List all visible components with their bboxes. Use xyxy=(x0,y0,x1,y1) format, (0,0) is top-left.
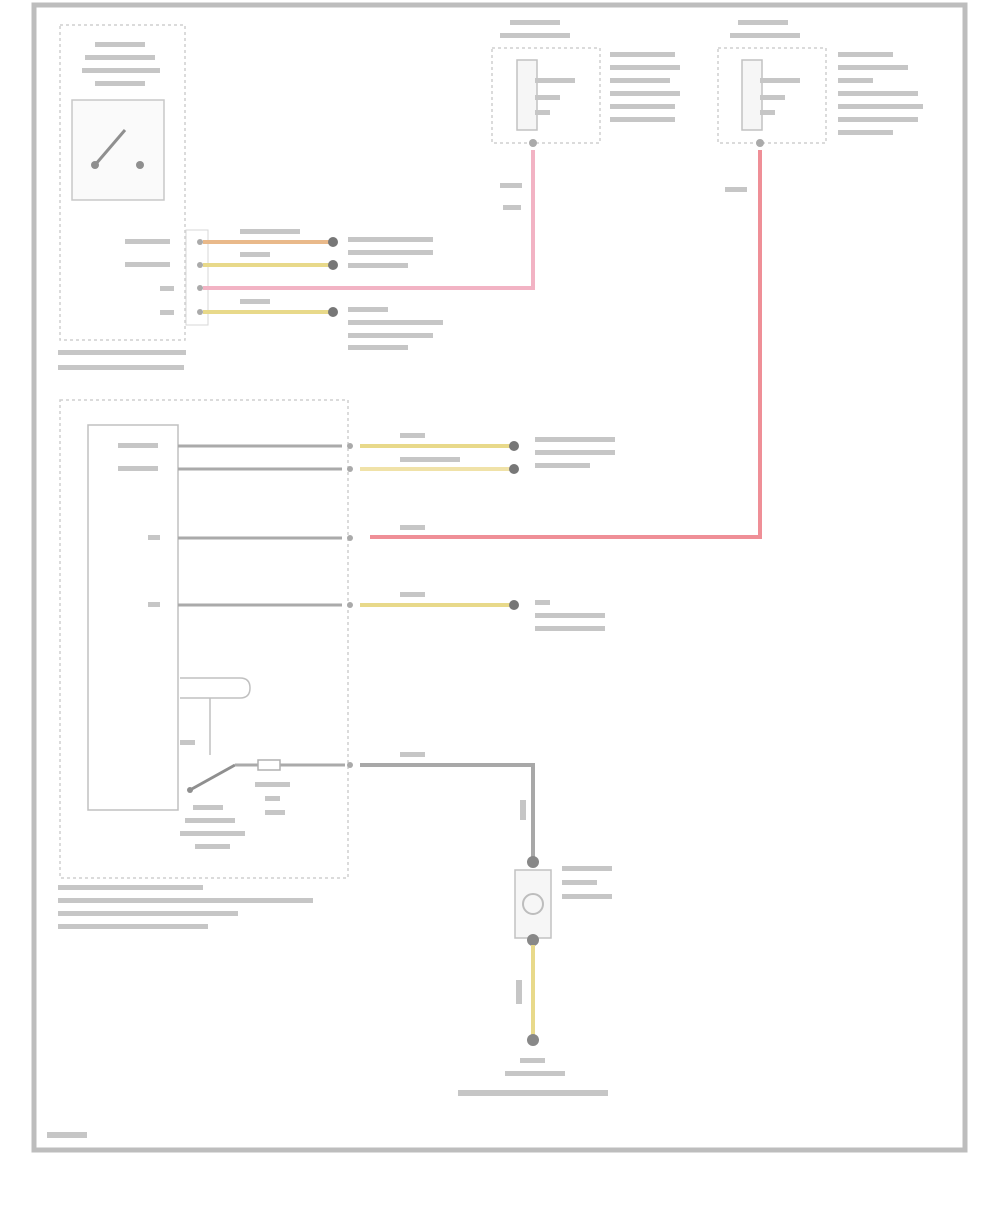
control-module-outline xyxy=(59,399,349,879)
control-module-caption xyxy=(58,885,313,929)
destination-labels-mid xyxy=(535,437,615,631)
control-module-inner xyxy=(87,424,179,811)
fuse-block-right xyxy=(717,20,923,192)
switch-symbol-box xyxy=(71,99,165,201)
relay-labels xyxy=(180,782,290,849)
lamp-icon xyxy=(514,856,552,946)
wire-red-feed xyxy=(370,150,762,539)
wire-pink-1 xyxy=(203,150,535,290)
fuse-block-left xyxy=(491,20,680,210)
control-connector xyxy=(347,443,353,768)
switch-module-title xyxy=(82,42,160,86)
wire-label-lamp-feed-vertical xyxy=(520,800,526,820)
wire-color-labels-top xyxy=(240,229,300,304)
wire-label-ground xyxy=(516,980,522,1004)
ground-labels xyxy=(458,1058,608,1096)
switch-module-outline xyxy=(59,24,186,341)
switch-pin-labels xyxy=(125,239,174,315)
destination-labels-top xyxy=(348,237,443,350)
diagram-corner-id xyxy=(47,1132,87,1138)
lamp-labels xyxy=(562,866,612,899)
ground-icon xyxy=(527,1034,539,1046)
switch-module-caption xyxy=(58,350,186,370)
wire-label-lamp-feed xyxy=(400,752,425,757)
splice-points-mid xyxy=(509,441,519,610)
switch-icon xyxy=(91,129,144,169)
splice-points-top xyxy=(328,237,338,317)
wire-gray-lamp-feed xyxy=(360,763,535,862)
switch-connector xyxy=(185,229,209,326)
control-pin-labels xyxy=(118,443,160,607)
diagram-frame xyxy=(31,2,968,1153)
relay-switch-icon xyxy=(187,759,345,793)
relay-coil xyxy=(180,677,251,755)
wire-color-labels-mid xyxy=(400,433,460,597)
